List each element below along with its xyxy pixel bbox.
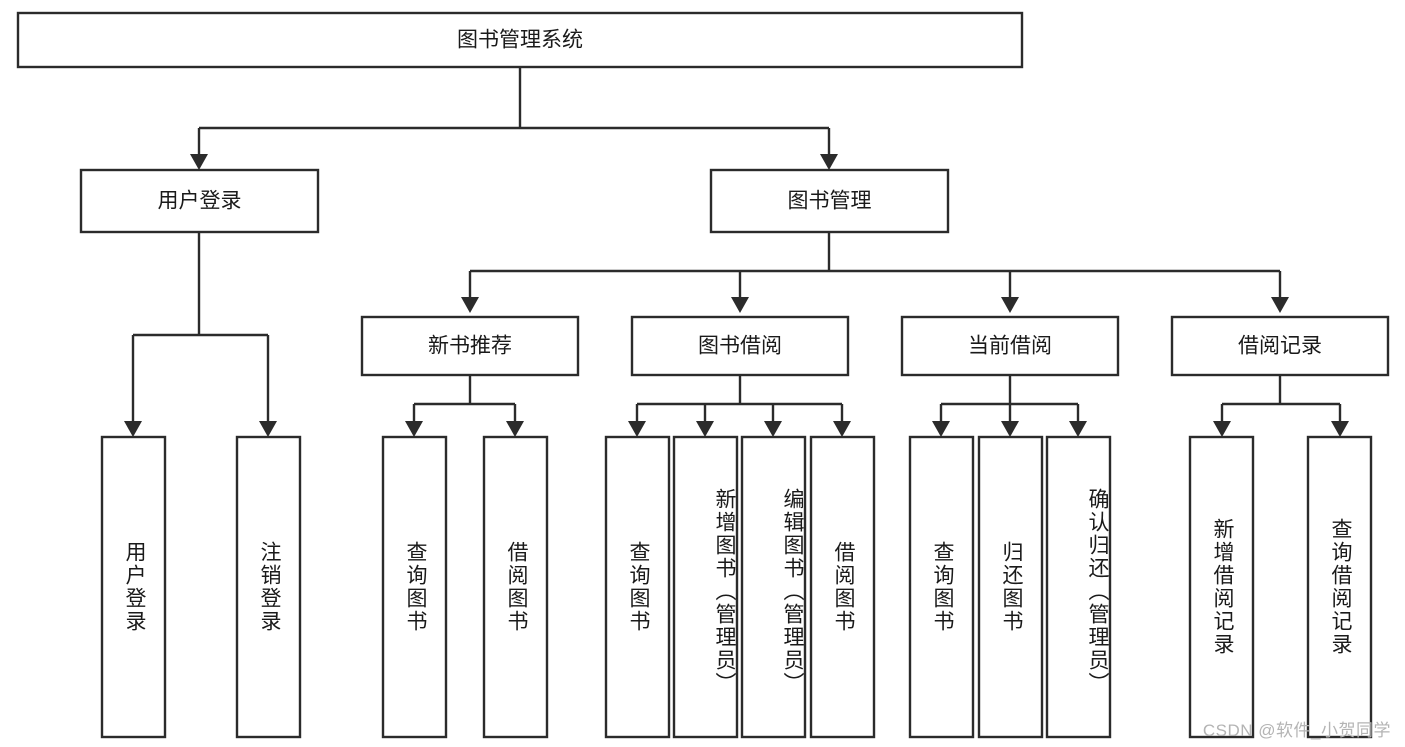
leaf-new-book-2[interactable] <box>482 435 549 739</box>
node-borrow-record[interactable] <box>1170 315 1390 377</box>
leaf-current-borrow-1[interactable] <box>908 435 975 739</box>
node-book-borrow[interactable] <box>630 315 850 377</box>
arrow-book-manage-to-new-book <box>461 297 479 313</box>
arrow-user-login-leaf-2 <box>259 421 277 437</box>
node-root-label: 图书管理系统 <box>457 29 583 52</box>
leaf-book-borrow-3[interactable] <box>740 435 807 739</box>
arrow-borrow-record-leaf-1 <box>1213 421 1231 437</box>
leaf-book-borrow-2[interactable] <box>672 435 739 739</box>
leaf-current-borrow-2[interactable] <box>977 435 1044 739</box>
leaf-user-login-2[interactable] <box>235 435 302 739</box>
arrow-root-to-book-manage <box>820 154 838 170</box>
arrow-current-borrow-leaf-1 <box>932 421 950 437</box>
node-book-manage[interactable] <box>709 168 950 234</box>
leaf-user-login-1[interactable] <box>100 435 167 739</box>
node-layer: 图书管理系统 用户登录 图书管理 新书推荐 图书借阅 当前借阅 借阅记录 <box>16 11 1390 739</box>
node-new-book-recommend-label: 新书推荐 <box>428 335 512 358</box>
node-current-borrow[interactable] <box>900 315 1120 377</box>
csdn-watermark: CSDN @软件_小贺同学 <box>1202 721 1391 740</box>
node-borrow-record-label: 借阅记录 <box>1238 335 1322 358</box>
arrow-book-borrow-leaf-2 <box>696 421 714 437</box>
arrow-root-to-user-login <box>190 154 208 170</box>
node-book-manage-label: 图书管理 <box>788 190 872 213</box>
arrow-new-book-leaf-2 <box>506 421 524 437</box>
arrow-book-manage-to-current-borrow <box>1001 297 1019 313</box>
node-root[interactable] <box>16 11 1024 69</box>
node-new-book-recommend[interactable] <box>360 315 580 377</box>
node-user-login[interactable] <box>79 168 320 234</box>
node-book-borrow-label: 图书借阅 <box>698 335 782 358</box>
arrow-book-manage-to-borrow-record <box>1271 297 1289 313</box>
arrow-current-borrow-leaf-3 <box>1069 421 1087 437</box>
connector-layer <box>124 67 1349 437</box>
node-user-login-label: 用户登录 <box>158 190 242 213</box>
arrow-book-manage-to-book-borrow <box>731 297 749 313</box>
arrow-book-borrow-leaf-1 <box>628 421 646 437</box>
leaf-book-borrow-1[interactable] <box>604 435 671 739</box>
arrow-borrow-record-leaf-2 <box>1331 421 1349 437</box>
arrow-book-borrow-leaf-4 <box>833 421 851 437</box>
leaf-book-borrow-4[interactable] <box>809 435 876 739</box>
arrow-user-login-leaf-1 <box>124 421 142 437</box>
leaf-current-borrow-3[interactable] <box>1045 435 1112 739</box>
arrow-book-borrow-leaf-3 <box>764 421 782 437</box>
leaf-borrow-record-2[interactable] <box>1306 435 1373 739</box>
leaf-new-book-1[interactable] <box>381 435 448 739</box>
node-current-borrow-label: 当前借阅 <box>968 335 1052 358</box>
arrow-new-book-leaf-1 <box>405 421 423 437</box>
leaf-borrow-record-1[interactable] <box>1188 435 1255 739</box>
arrow-current-borrow-leaf-2 <box>1001 421 1019 437</box>
